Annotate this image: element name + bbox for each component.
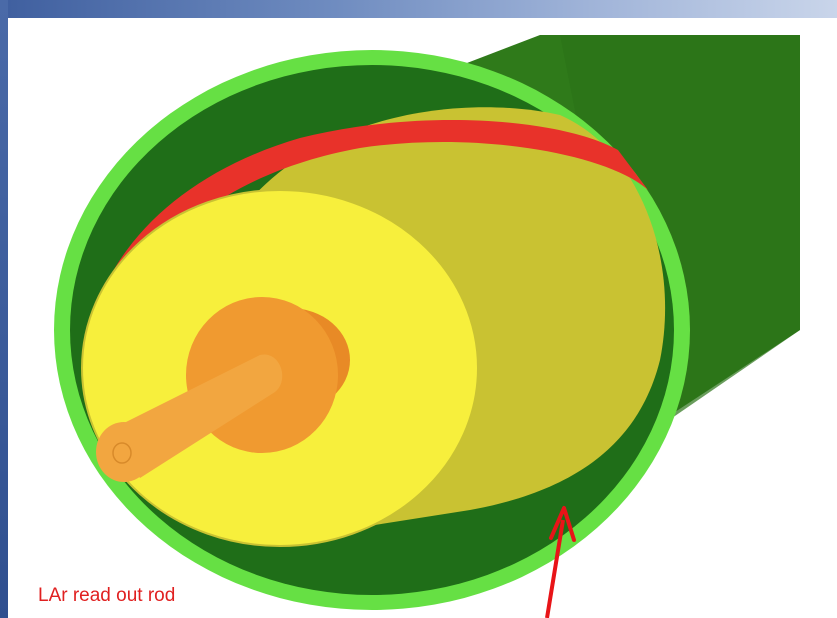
readout-rod-tip [113,443,131,463]
rod-caption-label: LAr read out rod [38,585,175,607]
